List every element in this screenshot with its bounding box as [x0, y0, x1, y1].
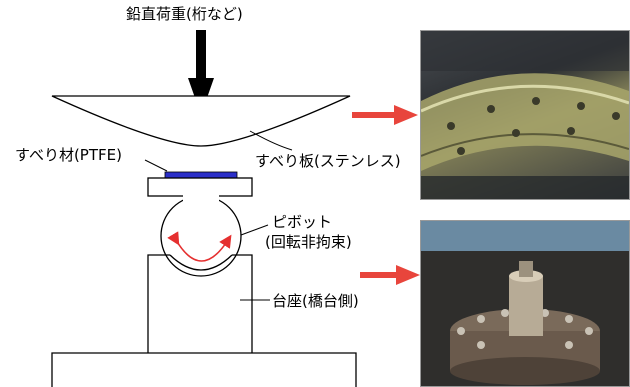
pivot-neck: [183, 195, 219, 201]
ptfe-label: すべり材(PTFE): [15, 146, 122, 164]
pedestal-label: 台座(橋台側): [272, 292, 359, 310]
pivot-bearing-photo: [420, 220, 630, 387]
vertical-load-label: 鉛直荷重(桁など): [126, 5, 243, 23]
ptfe-sliding-material: [164, 171, 238, 179]
rotation-arrow: [167, 231, 232, 262]
slide-plate-label: すべり板(ステンレス): [255, 152, 401, 170]
pedestal: [147, 254, 253, 353]
red-arrow-bottom: [360, 265, 420, 285]
pivot-leader: [240, 224, 269, 236]
sliding-plate-photo: [420, 30, 630, 200]
sliding-plate: [51, 95, 351, 147]
ptfe-leader: [144, 159, 168, 172]
slide-plate-leader: [249, 130, 293, 151]
red-arrow-top: [352, 105, 418, 125]
base-block: [51, 352, 357, 387]
pivot-circle: [160, 195, 242, 277]
pivot-label: ピボット: [272, 213, 333, 231]
upper-block: [147, 177, 253, 197]
pivot-note-label: (回転非拘束): [265, 233, 352, 251]
pivot-seat: [169, 254, 233, 271]
